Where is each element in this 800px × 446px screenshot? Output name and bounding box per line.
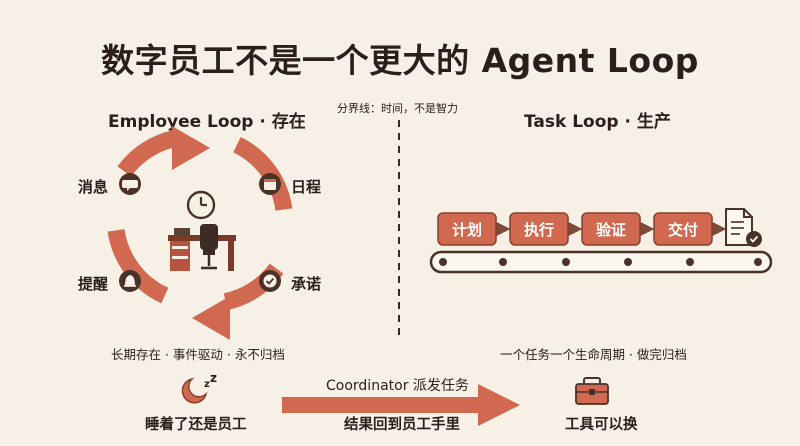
task-step-execute: 执行: [509, 212, 569, 246]
node-label-commitments: 承诺: [291, 275, 322, 293]
loop-arrowhead-bottom: [192, 296, 230, 340]
task-step-deliver: 交付: [653, 212, 713, 246]
divider-label: 分界线：时间，不是智力: [337, 102, 458, 115]
node-label-reminders: 提醒: [78, 275, 109, 293]
node-label-schedule: 日程: [291, 178, 322, 196]
loop-arc-right: [233, 136, 293, 211]
task-step-verify: 验证: [581, 212, 641, 246]
task-step-verify-label: 验证: [596, 221, 626, 239]
clock-icon: [186, 190, 216, 220]
return-label: 结果回到员工手里: [344, 417, 460, 433]
task-step-deliver-label: 交付: [668, 221, 698, 239]
employee-loop-caption: 长期存在 · 事件驱动 · 永不归档: [111, 347, 285, 362]
loop-arc-top-left: [117, 130, 178, 177]
node-label-messages: 消息: [78, 178, 109, 196]
tools-label: 工具可以换: [565, 417, 638, 433]
desk-icon: [168, 224, 236, 271]
svg-text:z: z: [210, 371, 217, 385]
task-step-plan: 计划: [437, 212, 497, 246]
task-loop-heading: Task Loop · 生产: [524, 112, 671, 132]
task-step-plan-label: 计划: [452, 221, 482, 239]
task-loop-caption: 一个任务一个生命周期 · 做完归档: [500, 347, 687, 362]
loop-arrowhead-top: [172, 126, 210, 170]
dispatch-arrow: [282, 384, 520, 426]
toolbox-icon: [575, 377, 609, 405]
check-circle-icon: [259, 270, 281, 292]
page-title: 数字员工不是一个更大的 Agent Loop: [101, 41, 699, 80]
employee-loop-ring: [107, 130, 293, 311]
chat-bubble-icon: [119, 173, 141, 195]
moon-sleep-icon: z z: [181, 371, 217, 404]
document-check-icon: [725, 208, 762, 247]
sleep-label: 睡着了还是员工: [145, 417, 247, 433]
conveyor-belt: [429, 250, 773, 274]
dispatch-label: Coordinator 派发任务: [326, 378, 469, 394]
bell-icon: [119, 270, 141, 292]
loop-arc-left: [107, 228, 169, 304]
employee-loop-heading: Employee Loop · 存在: [108, 112, 306, 132]
calendar-icon: [259, 173, 281, 195]
svg-text:z: z: [204, 379, 210, 390]
task-step-execute-label: 执行: [524, 221, 554, 239]
